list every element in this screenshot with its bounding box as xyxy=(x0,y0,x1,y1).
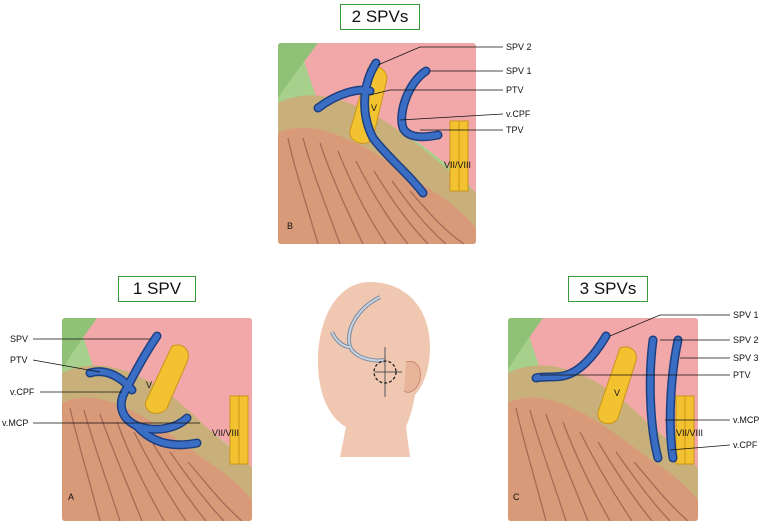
illustration-right xyxy=(508,318,698,521)
label-ptv-right: PTV xyxy=(733,370,751,380)
label-ptv-top: PTV xyxy=(506,85,524,95)
label-vcpf-left: v.CPF xyxy=(10,387,35,397)
panel-title-top: 2 SPVs xyxy=(340,4,420,30)
nerve-vii-viii xyxy=(458,120,469,192)
cerebellum-folia xyxy=(287,137,465,244)
nerve-vii-label-left: VII/VIII xyxy=(212,428,240,438)
panel-letter-left: A xyxy=(68,492,75,502)
label-vmcp-right: v.MCP xyxy=(733,415,760,425)
panel-title-right: 3 SPVs xyxy=(568,276,648,302)
label-vcpf-top: v.CPF xyxy=(506,109,531,119)
label-spv2-right: SPV 2 xyxy=(733,335,759,345)
cerebellum xyxy=(278,127,476,244)
tentorium xyxy=(298,43,476,193)
label-spv1-top: SPV 1 xyxy=(506,66,532,76)
label-spv3-right: SPV 3 xyxy=(733,353,759,363)
label-spv2-top: SPV 2 xyxy=(506,42,532,52)
label-spv-left: SPV xyxy=(10,334,29,344)
nerve-vii-label-top: VII/VIII xyxy=(444,160,472,170)
panel-letter-top: B xyxy=(287,221,294,231)
label-vmcp-left: v.MCP xyxy=(2,418,29,428)
label-spv1-right: SPV 1 xyxy=(733,310,759,320)
illustration-left xyxy=(62,318,252,521)
nerve-v-label-left: V xyxy=(146,380,153,390)
panel-letter-right: C xyxy=(513,492,520,502)
nerve-v-label-top: V xyxy=(371,103,378,113)
craniotomy-marker xyxy=(373,360,397,384)
ear xyxy=(403,360,421,393)
nerve-vii-label-right: VII/VIII xyxy=(676,428,704,438)
label-vcpf-right: v.CPF xyxy=(733,440,758,450)
panel-title-left: 1 SPV xyxy=(118,276,196,302)
head-illustration xyxy=(318,282,430,457)
illustration-top xyxy=(278,43,476,244)
nerve-v-label-right: V xyxy=(614,388,621,398)
label-ptv-left: PTV xyxy=(10,355,28,365)
label-tpv-top: TPV xyxy=(506,125,524,135)
